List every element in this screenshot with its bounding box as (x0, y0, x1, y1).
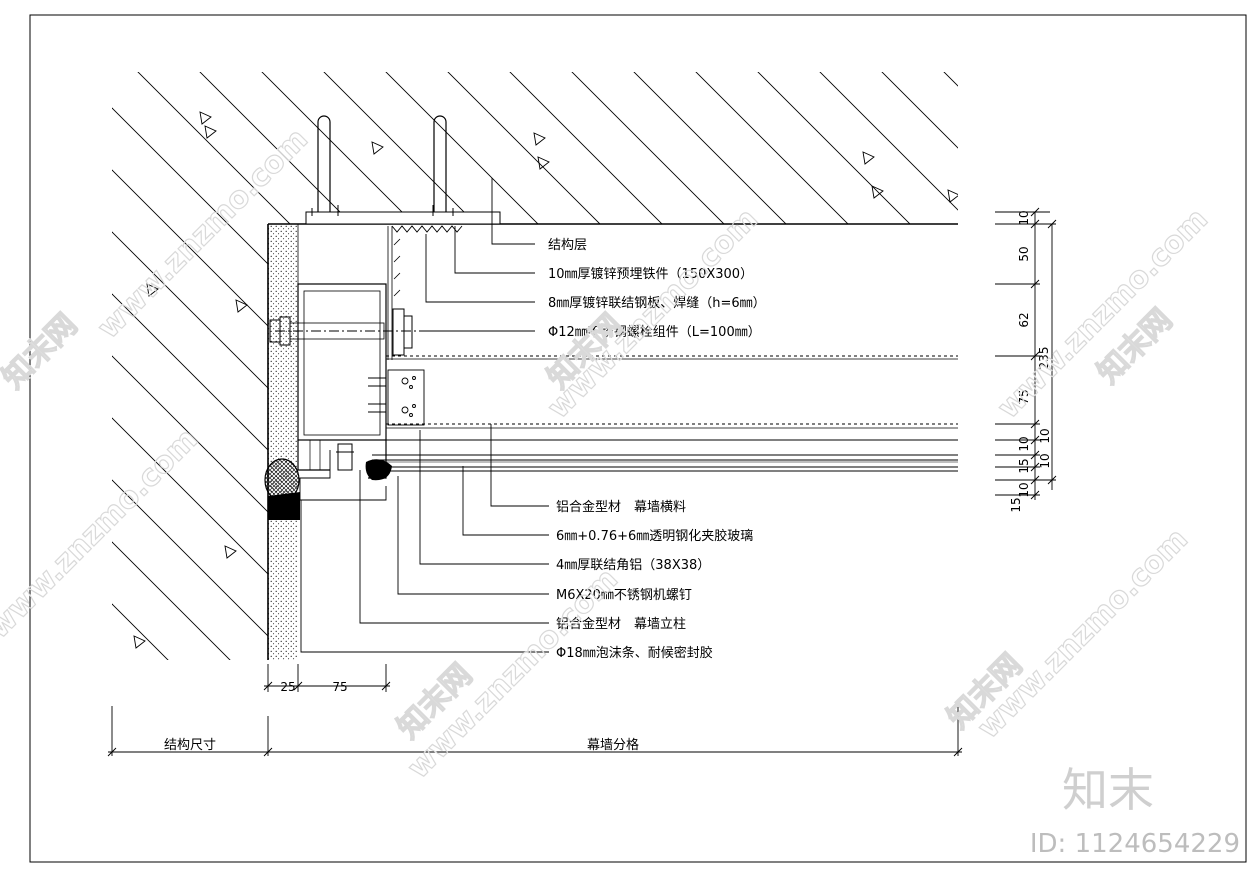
weld-seam (391, 225, 463, 233)
concrete-hatch-line (112, 72, 187, 660)
dim-right-2: 50 (1017, 246, 1031, 261)
aggregate-triangle (146, 283, 159, 297)
label-bolt: Φ12㎜不锈钢螺栓组件（L=100㎜） (548, 325, 761, 340)
concrete-hatch-line (601, 72, 958, 660)
dim-right-total: 235 (1037, 347, 1051, 370)
concrete-hatch-line (112, 72, 249, 660)
dim-right-10: 15 (1009, 497, 1023, 512)
concrete-hatch-line (112, 72, 745, 660)
aggregate-triangle (371, 141, 384, 155)
concrete-hatch-line (112, 72, 373, 660)
anchor-rebars (317, 115, 447, 212)
annotation-labels: 结构层 10㎜厚镀锌预埋铁件（150X300） 8㎜厚镀锌联结钢板、焊缝（h=6… (548, 238, 766, 661)
label-mullion: 铝合金型材 幕墙立柱 (556, 616, 686, 632)
angle-aluminum (368, 369, 425, 426)
label-transom: 铝合金型材 幕墙横料 (556, 499, 686, 515)
concrete-hatch-line (787, 72, 958, 660)
watermark-logo: 知末 (1062, 763, 1154, 817)
label-angle-aluminum: 4㎜厚联结角铝（38X38） (556, 558, 710, 573)
dim-right-6: 10 (1038, 428, 1052, 443)
concrete-hatch-line (663, 72, 958, 660)
footer-structure-size: 结构尺寸 (164, 738, 216, 753)
dim-bottom-75: 75 (332, 680, 347, 694)
dim-right-9: 10 (1017, 482, 1031, 497)
concrete-hatch-line (112, 72, 311, 660)
watermark-site-6: www.znzmo.com (971, 522, 1195, 746)
aggregate-triangle (537, 156, 550, 170)
aggregate-triangle (947, 189, 958, 203)
foam-rod-sealant (264, 458, 300, 520)
leader-lines (300, 178, 549, 653)
transom (380, 355, 958, 441)
concrete-hatch-line (112, 72, 497, 660)
glass-panes (372, 454, 958, 472)
drawing-border (29, 14, 1247, 863)
concrete-hatch-line (353, 72, 958, 660)
dim-right-3: 62 (1017, 312, 1031, 327)
concrete-hatch-line (849, 72, 958, 660)
aggregate-triangle (235, 299, 248, 313)
dim-right-1: 10 (1017, 210, 1031, 225)
dim-right-8: 15 (1017, 458, 1031, 473)
dim-right-7: 10 (1038, 453, 1052, 468)
watermark-site-2: www.znzmo.com (541, 202, 765, 426)
concrete-hatch-line (112, 72, 435, 660)
label-glass: 6㎜+0.76+6㎜透明钢化夹胶玻璃 (556, 528, 753, 544)
concrete-hatch-line (725, 72, 958, 660)
dim-right-5: 10 (1017, 436, 1031, 451)
right-dimension-chain (995, 207, 1057, 500)
pressure-plate-screw (336, 443, 354, 471)
concrete-hatch-line (539, 72, 958, 660)
aggregate-triangle (533, 132, 546, 146)
label-structure-layer: 结构层 (548, 238, 587, 253)
watermark-overlay: www.znzmo.com www.znzmo.com www.znzmo.co… (0, 121, 1216, 786)
glazing-gasket (365, 459, 392, 481)
plaster-band (268, 224, 298, 660)
concrete-hatch-line (291, 72, 958, 660)
aggregate-triangle (224, 545, 237, 559)
aggregate-triangle (199, 111, 212, 125)
dim-right-4: 75 (1017, 389, 1031, 404)
dim-bottom-25: 25 (280, 680, 295, 694)
connecting-plate (387, 226, 401, 360)
footer-dimension-line (107, 706, 963, 757)
label-embedded-plate: 10㎜厚镀锌预埋铁件（150X300） (548, 266, 753, 282)
label-screw: M6X20㎜不锈钢机螺钉 (556, 588, 692, 603)
concrete-hatch-line (112, 72, 807, 660)
aggregate-triangle (133, 635, 146, 649)
footer-curtain-grid: 幕墙分格 (587, 737, 639, 753)
right-dimension-values: 10 50 62 75 10 10 10 15 10 15 235 (1009, 210, 1052, 512)
watermark-id: ID: 1124654229 (1030, 829, 1240, 859)
label-sealant: Φ18㎜泡沫条、耐候密封胶 (556, 645, 713, 661)
bolt-assembly (269, 308, 420, 356)
bottom-dimension-chain (263, 664, 391, 692)
aggregate-triangle (204, 125, 217, 139)
aggregate-triangle (871, 185, 884, 199)
aggregate-triangle (862, 151, 875, 165)
embedded-plate (305, 205, 501, 225)
watermark-brand-1: 知末网 (0, 307, 84, 395)
watermark-site-4: www.znzmo.com (0, 422, 205, 646)
label-connecting-plate: 8㎜厚镀锌联结钢板、焊缝（h=6㎜） (548, 295, 766, 311)
